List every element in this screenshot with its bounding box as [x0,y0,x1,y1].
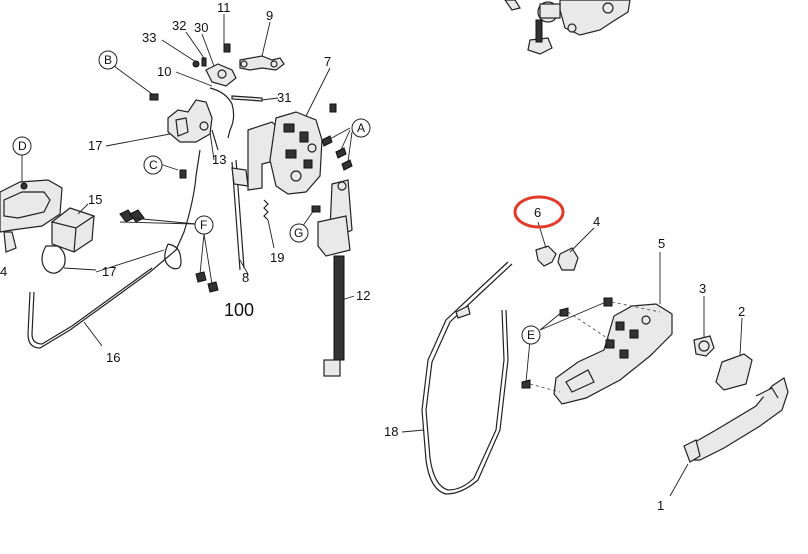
part-B-screw [149,93,159,101]
svg-text:C: C [149,158,158,172]
svg-text:E: E [527,328,535,342]
part-E-screw-1 [559,307,569,317]
part-17-cable-loop [41,245,66,274]
part-16-cable [27,149,201,349]
part-4-cover [557,247,579,271]
callout-B: B [98,50,118,70]
callout-E: E [521,325,541,345]
label-part-4: 4 [593,214,600,229]
label-part-33: 33 [142,30,156,45]
part-15-box [50,207,96,253]
part-3-cylinder [693,335,715,357]
part-F-clip-3 [195,271,207,283]
label-part-1: 1 [657,498,664,513]
label-part-4-left: 4 [0,264,7,279]
part-F-clip-4 [207,281,219,293]
callout-G: G [289,223,309,243]
part-D-housing [0,179,63,253]
part-17-bracket-upper [167,99,213,143]
part-6-clip [535,245,557,267]
part-C-screw [179,169,187,179]
part-12-actuator [317,179,353,377]
callout-F: F [194,215,214,235]
label-part-19: 19 [270,250,284,265]
part-8-bracket [231,167,249,187]
part-E-screw-3 [521,379,531,389]
part-10-rod [209,87,235,139]
label-part-15: 15 [88,192,102,207]
right-leader-lines [401,221,743,497]
label-part-3: 3 [699,281,706,296]
label-part-16: 16 [106,350,120,365]
svg-text:B: B [104,53,112,67]
callout-A: A [351,118,371,138]
label-part-6: 6 [534,205,541,220]
label-part-5: 5 [658,236,665,251]
part-7-latch [247,111,323,195]
part-F-clip-2 [129,209,145,223]
label-part-32: 32 [172,18,186,33]
label-part-30: 30 [194,20,208,35]
part-A-screw-1 [321,135,333,147]
svg-text:F: F [200,218,207,232]
svg-text:D: D [18,139,27,153]
svg-text:A: A [357,121,365,135]
label-part-12: 12 [356,288,370,303]
svg-text:G: G [294,226,303,240]
label-part-17-upper: 17 [88,138,102,153]
part-1-handle [683,377,789,463]
part-17-cable [164,243,182,270]
label-part-17-lower: 17 [102,264,116,279]
part-11-screw [223,43,231,53]
part-13-rod [211,129,219,151]
part-A-screw-3 [341,159,353,171]
part-32-screw [201,57,207,67]
label-part-2: 2 [738,304,745,319]
label-part-13: 13 [212,152,226,167]
left-leader-lines [21,14,355,347]
part-33-nut [192,60,200,68]
part-31-screw [231,95,263,102]
label-part-10: 10 [157,64,171,79]
part-5-carrier [553,303,673,405]
label-part-100: 100 [224,300,254,320]
label-part-11: 11 [217,0,231,15]
callout-C: C [143,155,163,175]
callout-D: D [12,136,32,156]
part-9-bracket [239,55,285,71]
label-part-31: 31 [277,90,291,105]
part-18-cable [421,261,509,495]
label-part-8: 8 [242,270,249,285]
label-part-9: 9 [266,8,273,23]
part-A-screw-4 [329,103,337,113]
part-30-clip [205,63,237,87]
label-part-18: 18 [384,424,398,439]
part-2-cap [715,353,753,391]
highlight-ring-part-6 [513,195,565,229]
top-partial-assembly [504,0,631,55]
label-part-7: 7 [324,54,331,69]
part-19-spring [263,199,269,221]
